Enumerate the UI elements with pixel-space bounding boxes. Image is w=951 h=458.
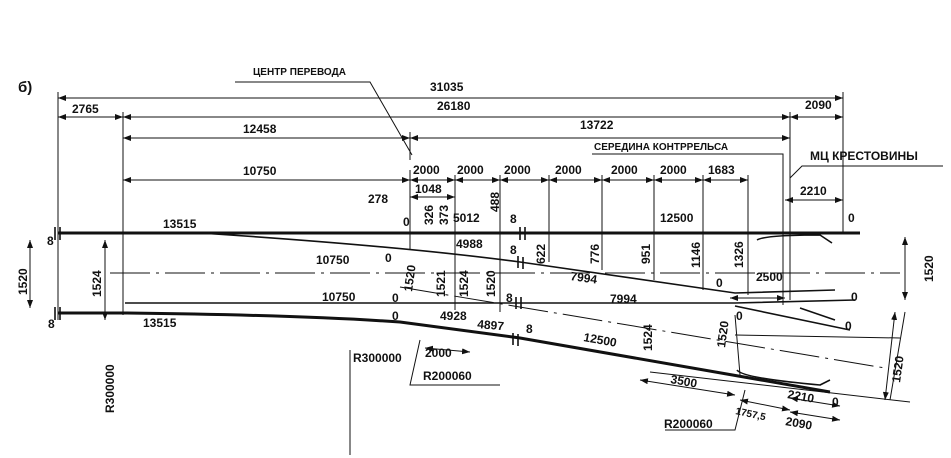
dim-step: 2000: [504, 163, 531, 177]
dim-step: 2000: [555, 163, 582, 177]
rail-12500-upper: 12500: [660, 211, 694, 225]
radius-r200060: R200060: [423, 369, 472, 383]
guard-rail-main: [756, 234, 833, 244]
zero-mark: 0: [392, 291, 399, 305]
dim-to-joint: 10750: [243, 164, 277, 178]
dimension-lines: [27, 95, 908, 320]
guard-rail-leader: [592, 153, 784, 305]
gauge-1520-diverging: 1520: [714, 320, 732, 349]
dim-326: 326: [422, 205, 436, 225]
dim-step: 2000: [413, 163, 440, 177]
dim-main: 26180: [437, 99, 471, 113]
radius-r300000-left: R300000: [103, 364, 117, 413]
dim-5012: 5012: [453, 211, 480, 225]
wing-rail: [799, 307, 836, 321]
frog-center-callout: МЦ КРЕСТОВИНЫ: [810, 149, 918, 163]
dim-2210-lower: 2210: [786, 387, 815, 405]
joint-mark: 8: [510, 243, 517, 257]
dim-center-to-frog: 13722: [580, 118, 614, 132]
joint-marks: 8 8 8 8 8 8: [47, 212, 533, 346]
dim-total: 31035: [430, 80, 464, 94]
dim-1326: 1326: [732, 241, 746, 268]
zero-mark: 0: [403, 215, 410, 229]
zero-mark: 0: [736, 309, 743, 323]
dim-1757: 1757,5: [734, 406, 767, 423]
gauge-1520-left: 1520: [16, 268, 30, 295]
dimension-texts: 31035 2765 26180 2090 12458 13722 10750 …: [16, 80, 936, 433]
gauge-1524: 1524: [457, 270, 471, 297]
dim-3500: 3500: [669, 372, 698, 390]
radius-leaders: [349, 339, 746, 455]
rail-10750-lower: 10750: [322, 290, 356, 304]
diverging-outer-rail: [124, 311, 831, 394]
dim-4928: 4928: [440, 309, 467, 323]
diverging-track-axis: [399, 286, 886, 369]
zero-mark: 0: [832, 395, 839, 409]
dim-step: 2000: [457, 163, 484, 177]
dim-622: 622: [534, 244, 548, 264]
dim-278: 278: [368, 192, 388, 206]
zero-mark: 0: [851, 290, 858, 304]
dim-1048: 1048: [415, 182, 442, 196]
dim-2090-lower: 2090: [784, 414, 813, 432]
joint-mark: 8: [506, 291, 513, 305]
gauge-1524-diverging: 1524: [641, 324, 655, 351]
rail-10750-mid: 10750: [316, 253, 350, 267]
joint-mark: 8: [48, 317, 55, 331]
gauge-1520: 1520: [484, 270, 498, 297]
gauge-1520-right: 1520: [922, 255, 936, 282]
frog-outline: [649, 311, 911, 403]
gauge-1520-right-lower: 1520: [889, 355, 907, 384]
rail-12500-lower: 12500: [582, 330, 618, 350]
rail-13515-upper: 13515: [163, 217, 197, 231]
rails: [58, 231, 860, 394]
dim-rear: 2090: [805, 98, 832, 112]
zero-marks: 0 0 0 0 0 0 0 0 0 0: [385, 211, 858, 409]
joint-mark: 8: [47, 234, 54, 248]
zero-mark: 0: [716, 276, 723, 290]
dim-to-center: 12458: [243, 122, 277, 136]
gauge-1524-left: 1524: [90, 270, 104, 297]
dim-2000-lower: 2000: [425, 346, 452, 360]
zero-mark: 0: [392, 309, 399, 323]
zero-mark: 0: [848, 211, 855, 225]
lower-dimension-lines: [424, 311, 898, 422]
dim-373: 373: [437, 205, 451, 225]
figure-label: б): [18, 79, 32, 96]
radius-r300000: R300000: [353, 351, 402, 365]
radius-r200060-right: R200060: [664, 417, 713, 431]
rail-7994-lower: 7994: [610, 292, 637, 306]
dim-4897: 4897: [477, 317, 505, 333]
dim-4988: 4988: [456, 237, 483, 251]
rail-13515-lower: 13515: [143, 316, 177, 330]
frog-center-leader: [789, 165, 943, 179]
dim-last-step: 1683: [708, 163, 735, 177]
switch-center-callout: ЦЕНТР ПЕРЕВОДА: [253, 67, 346, 78]
dim-951: 951: [639, 244, 653, 264]
dim-front: 2765: [72, 102, 99, 116]
zero-mark: 0: [845, 319, 852, 333]
joint-ticks: [54, 227, 526, 346]
dim-488: 488: [488, 192, 502, 212]
rail-7994-upper: 7994: [570, 269, 599, 287]
straight-inner-rail: [125, 299, 856, 304]
joint-mark: 8: [510, 212, 517, 226]
dim-2500: 2500: [756, 270, 783, 284]
switch-point-rail-upper: [199, 232, 836, 294]
guard-rail-callout: СЕРЕДИНА КОНТРРЕЛЬСА: [594, 142, 728, 153]
dim-776: 776: [588, 244, 602, 264]
dim-step: 2000: [660, 163, 687, 177]
dim-1146: 1146: [689, 242, 703, 268]
switch-center-leader: [235, 81, 413, 156]
gauge-1520: 1520: [401, 264, 419, 293]
dim-step: 2000: [611, 163, 638, 177]
joint-mark: 8: [526, 322, 533, 336]
gauge-1521: 1521: [434, 270, 448, 297]
dim-2210-upper: 2210: [800, 184, 827, 198]
diverging-inner-rail: [734, 305, 851, 331]
zero-mark: 0: [385, 251, 392, 265]
